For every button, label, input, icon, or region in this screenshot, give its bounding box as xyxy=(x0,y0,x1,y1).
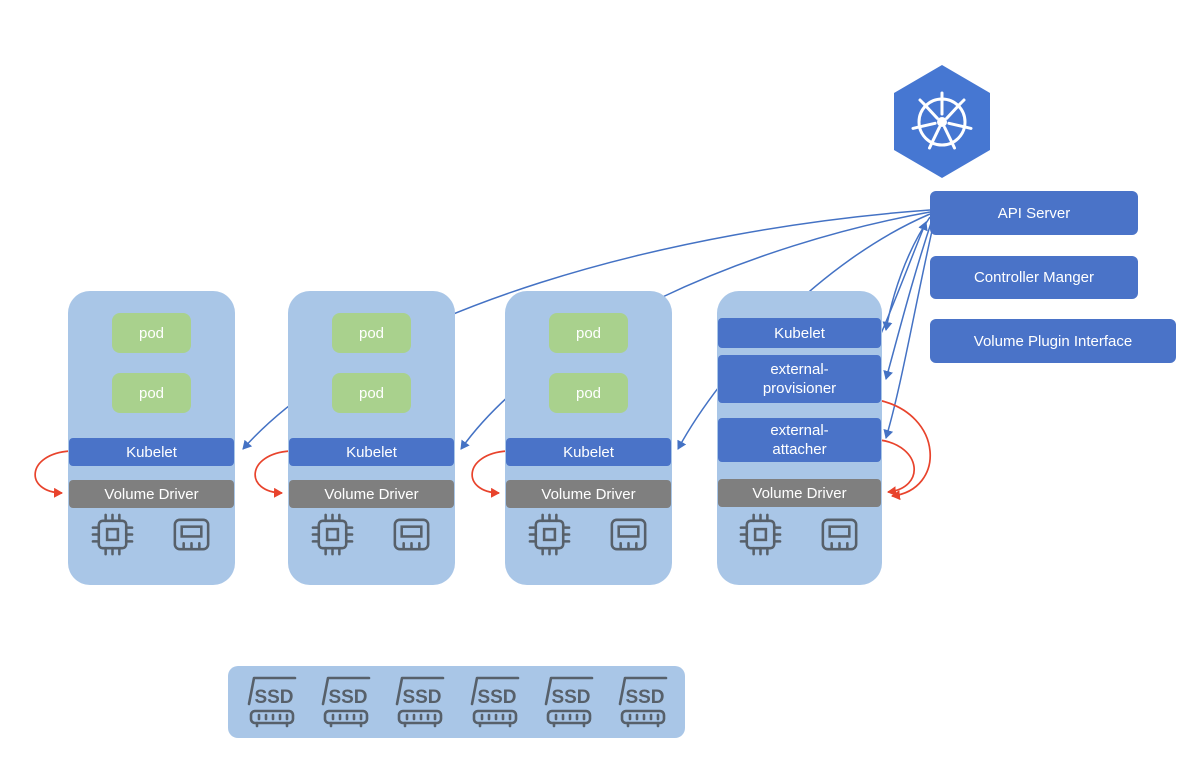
cpu-icon xyxy=(526,511,573,558)
kubelet-bar: Kubelet xyxy=(718,318,881,348)
api-to-external-attacher-arrow xyxy=(883,221,935,439)
volume-driver-bar: Volume Driver xyxy=(506,480,671,508)
node3-kubelet-to-driver-arrow xyxy=(471,450,508,498)
worker-node-3: pod pod Kubelet Volume Driver xyxy=(505,291,672,585)
hardware-icons xyxy=(717,511,882,558)
memory-icon xyxy=(388,511,435,558)
node4-attacher-to-driver-outer-arrow xyxy=(877,399,932,501)
svg-text:SSD: SSD xyxy=(403,687,442,708)
worker-node-2: pod pod Kubelet Volume Driver xyxy=(288,291,455,585)
volume-driver-bar: Volume Driver xyxy=(69,480,234,508)
pod-box: pod xyxy=(112,313,191,353)
node4-attacher-to-driver-arrow xyxy=(879,439,915,497)
ssd-icon: SSD xyxy=(463,673,525,731)
pod-box: pod xyxy=(332,373,411,413)
pod-box: pod xyxy=(112,373,191,413)
api-to-node4-kubelet-arrow xyxy=(882,216,931,331)
memory-icon xyxy=(168,511,215,558)
kubernetes-wheel-icon xyxy=(894,65,990,178)
node1-kubelet-to-driver-arrow xyxy=(34,450,71,498)
csi-node: Kubelet external-provisioner external-at… xyxy=(717,291,882,585)
ssd-icon: SSD xyxy=(314,673,376,731)
svg-text:SSD: SSD xyxy=(255,687,294,708)
volume-driver-bar: Volume Driver xyxy=(289,480,454,508)
kubelet-bar: Kubelet xyxy=(289,438,454,466)
external-provisioner-bar: external-provisioner xyxy=(718,355,881,403)
external-attacher-bar: external-attacher xyxy=(718,418,881,462)
pod-box: pod xyxy=(549,313,628,353)
api-server-box: API Server xyxy=(930,191,1138,235)
kubernetes-logo xyxy=(884,62,1000,182)
ssd-icon: SSD xyxy=(537,673,599,731)
worker-node-1: pod pod Kubelet Volume Driver xyxy=(68,291,235,585)
node4-to-api-arrow xyxy=(879,221,928,337)
ssd-icon: SSD xyxy=(240,673,302,731)
hardware-icons xyxy=(288,511,455,558)
kubelet-bar: Kubelet xyxy=(506,438,671,466)
cpu-icon xyxy=(309,511,356,558)
svg-text:SSD: SSD xyxy=(551,687,590,708)
hardware-icons xyxy=(505,511,672,558)
ssd-icon: SSD xyxy=(388,673,450,731)
controller-manager-box: Controller Manger xyxy=(930,256,1138,299)
kubelet-bar: Kubelet xyxy=(69,438,234,466)
volume-plugin-interface-box: Volume Plugin Interface xyxy=(930,319,1176,363)
svg-text:SSD: SSD xyxy=(477,687,516,708)
memory-icon xyxy=(816,511,863,558)
cpu-icon xyxy=(737,511,784,558)
node2-kubelet-to-driver-arrow xyxy=(254,450,291,498)
cpu-icon xyxy=(89,511,136,558)
memory-icon xyxy=(605,511,652,558)
api-to-external-provisioner-arrow xyxy=(883,219,933,380)
storage-pool: SSD SSD SSD SSD SSD SSD xyxy=(228,666,685,738)
pod-box: pod xyxy=(549,373,628,413)
pod-box: pod xyxy=(332,313,411,353)
volume-driver-bar: Volume Driver xyxy=(718,479,881,507)
svg-text:SSD: SSD xyxy=(625,687,664,708)
hardware-icons xyxy=(68,511,235,558)
ssd-icon: SSD xyxy=(611,673,673,731)
svg-text:SSD: SSD xyxy=(329,687,368,708)
